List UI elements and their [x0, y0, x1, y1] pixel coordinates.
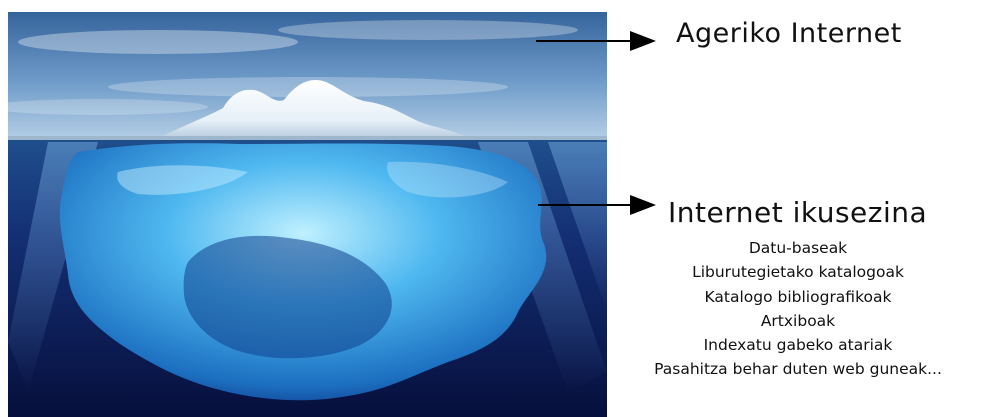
visible-internet-label: Ageriko Internet: [676, 18, 902, 49]
list-item: Datu-baseak: [610, 236, 986, 260]
list-item: Artxiboak: [610, 309, 986, 333]
list-item: Pasahitza behar duten web guneak...: [610, 357, 986, 381]
invisible-internet-label: Internet ikusezina: [668, 196, 927, 229]
arrow-to-surface-label: [536, 27, 658, 55]
cloud: [18, 30, 298, 54]
list-item: Liburutegietako katalogoak: [610, 260, 986, 284]
iceberg-illustration: [8, 12, 607, 417]
arrow-to-deep-label: [538, 191, 658, 219]
list-item: Indexatu gabeko atariak: [610, 333, 986, 357]
list-item: Katalogo bibliografikoak: [610, 285, 986, 309]
invisible-internet-list: Datu-baseak Liburutegietako katalogoak K…: [610, 236, 986, 382]
waterline: [8, 136, 607, 140]
cloud: [278, 20, 578, 40]
